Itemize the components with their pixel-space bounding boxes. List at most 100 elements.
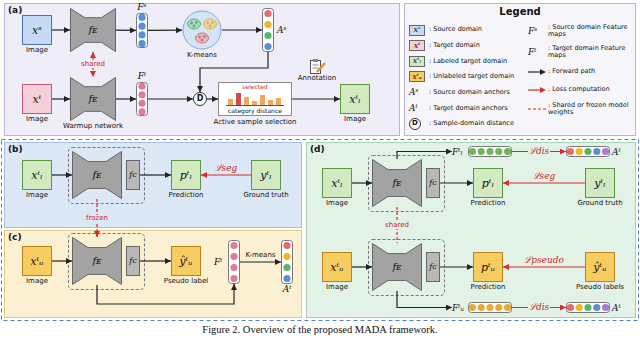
- kmeans-shape: [182, 10, 222, 50]
- feature-column-shape: [228, 240, 240, 284]
- connector: [352, 182, 372, 183]
- step-label: Active sample selection: [213, 119, 296, 126]
- feature-row: Aᵗ: [566, 302, 626, 313]
- classifier-block: fᴄ: [426, 252, 440, 282]
- clipboard-clip: [313, 59, 318, 62]
- feature-column: Fᵗ: [134, 72, 150, 116]
- feature-dot: [138, 40, 145, 47]
- feature-column-shape: [136, 13, 148, 48]
- annotation-label: Annotation: [298, 75, 336, 82]
- feature-dot: [264, 21, 271, 28]
- cluster-point: [206, 22, 209, 25]
- connector: [140, 260, 171, 261]
- legend-arrowhead: [540, 69, 546, 75]
- classifier-name: fᴄ: [429, 179, 436, 187]
- image-thumbnail: xᵗᵤ: [322, 252, 352, 282]
- encoder-outline: [71, 78, 116, 121]
- legend-symbol: xᵗₗ: [413, 57, 421, 65]
- edge-label: ℒseg: [532, 172, 557, 181]
- figure-caption: Figure 2. Overview of the proposed MADA …: [0, 325, 640, 336]
- legend-symbol: Aˢ: [409, 88, 419, 97]
- legend-item: xˢ: Source domain: [409, 24, 525, 36]
- edge-label: K-means: [245, 252, 277, 259]
- feature-frame: [263, 9, 274, 52]
- feature-row-shape: [468, 302, 512, 313]
- image-box: xᵗᵤImage: [316, 252, 358, 294]
- image-box: pᵗₗPrediction: [466, 168, 510, 210]
- legend-text: : Source domain Feature maps: [548, 24, 632, 39]
- legend-item: xᵗ: Target domain: [409, 40, 525, 52]
- image-box: pᵗᵤPrediction: [466, 252, 510, 294]
- legend-text: : Target domain anchors: [429, 105, 508, 112]
- image-caption: Pseudo label: [164, 278, 208, 285]
- note-line: [313, 65, 319, 66]
- image-thumbnail: pᵗₗ: [171, 160, 201, 190]
- classifier-name: fᴄ: [129, 257, 136, 265]
- encoder-name: fᴇ: [392, 262, 401, 272]
- cluster-blob: [188, 19, 201, 29]
- image-box: yᵗₗGround truth: [240, 160, 292, 202]
- legend-column: Fˢ : Source domain Feature mapsFᵗ: Target…: [528, 24, 632, 117]
- feature-column: Fᵗ: [214, 240, 240, 284]
- feature-dot: [584, 304, 591, 311]
- model-group-box: [69, 234, 145, 290]
- image-symbol: yᵗₗ: [260, 170, 272, 181]
- feature-row-shape: [566, 302, 610, 313]
- feature-dot: [567, 148, 574, 155]
- feature-dot: [264, 32, 271, 39]
- feature-dot: [576, 148, 583, 155]
- legend-sample: D: [409, 118, 429, 130]
- legend-sample: [528, 103, 548, 115]
- feature-vector: [566, 146, 610, 157]
- legend-line: [528, 89, 541, 90]
- encoder-block: fᴇ: [72, 151, 122, 199]
- feature-dot: [138, 83, 145, 90]
- legend-symbol: Fᵗ: [528, 48, 536, 57]
- model-group-box: [369, 156, 445, 212]
- feature-frame: [469, 303, 512, 313]
- image-caption: Image: [26, 116, 48, 123]
- edge-label: ℒdis: [528, 303, 550, 312]
- legend-item: Fᵗ: Target domain Feature maps: [528, 45, 632, 60]
- connector: [116, 30, 136, 31]
- image-box: xᵗᵤImage: [16, 246, 58, 288]
- feature-symbol: Aˢ: [277, 26, 287, 35]
- legend-item: : Shared or frozen model weights: [528, 102, 632, 117]
- connector: [397, 152, 452, 160]
- connector: [207, 98, 218, 99]
- classifier-block: fᴄ: [426, 168, 440, 198]
- legend-title: Legend: [404, 7, 636, 17]
- feature-vector: [468, 302, 512, 313]
- encoder-name: fᴇ: [92, 256, 101, 266]
- feature-dot: [283, 242, 290, 249]
- legend-symbol: Fˢ: [528, 27, 537, 36]
- feature-frame: [282, 241, 293, 284]
- image-caption: Ground truth: [577, 200, 622, 207]
- panel-label: (c): [8, 233, 22, 242]
- feature-dot: [283, 253, 290, 260]
- kmeans-illustration: [182, 10, 222, 50]
- feature-dot: [478, 304, 485, 311]
- note-line: [313, 68, 319, 69]
- image-symbol: ŷᵗᵤ: [179, 256, 192, 267]
- encoder-block: fᴇWarmup network: [70, 77, 116, 121]
- edge-label: ℒseg: [214, 164, 239, 173]
- clipboard: [311, 61, 321, 74]
- legend-arrowhead: [540, 87, 546, 93]
- cluster-point: [193, 25, 196, 28]
- feature-dot: [576, 304, 583, 311]
- legend-line-sample: [528, 86, 546, 94]
- feature-dot: [602, 304, 609, 311]
- image-symbol: xᵗᵤ: [30, 256, 43, 267]
- feature-dot: [138, 91, 145, 98]
- model-group-box: [69, 148, 145, 204]
- encoder-name: fᴇ: [88, 94, 97, 104]
- edge-label: shared: [384, 222, 410, 229]
- image-symbol: ŷᵗᵤ: [593, 262, 606, 273]
- legend-item: xᵗₗ: Labeled target domain: [409, 55, 525, 67]
- feature-dot: [469, 304, 476, 311]
- connector: [140, 174, 171, 175]
- cluster-blob: [196, 33, 209, 43]
- encoder-label-area: fᴇ: [70, 8, 116, 52]
